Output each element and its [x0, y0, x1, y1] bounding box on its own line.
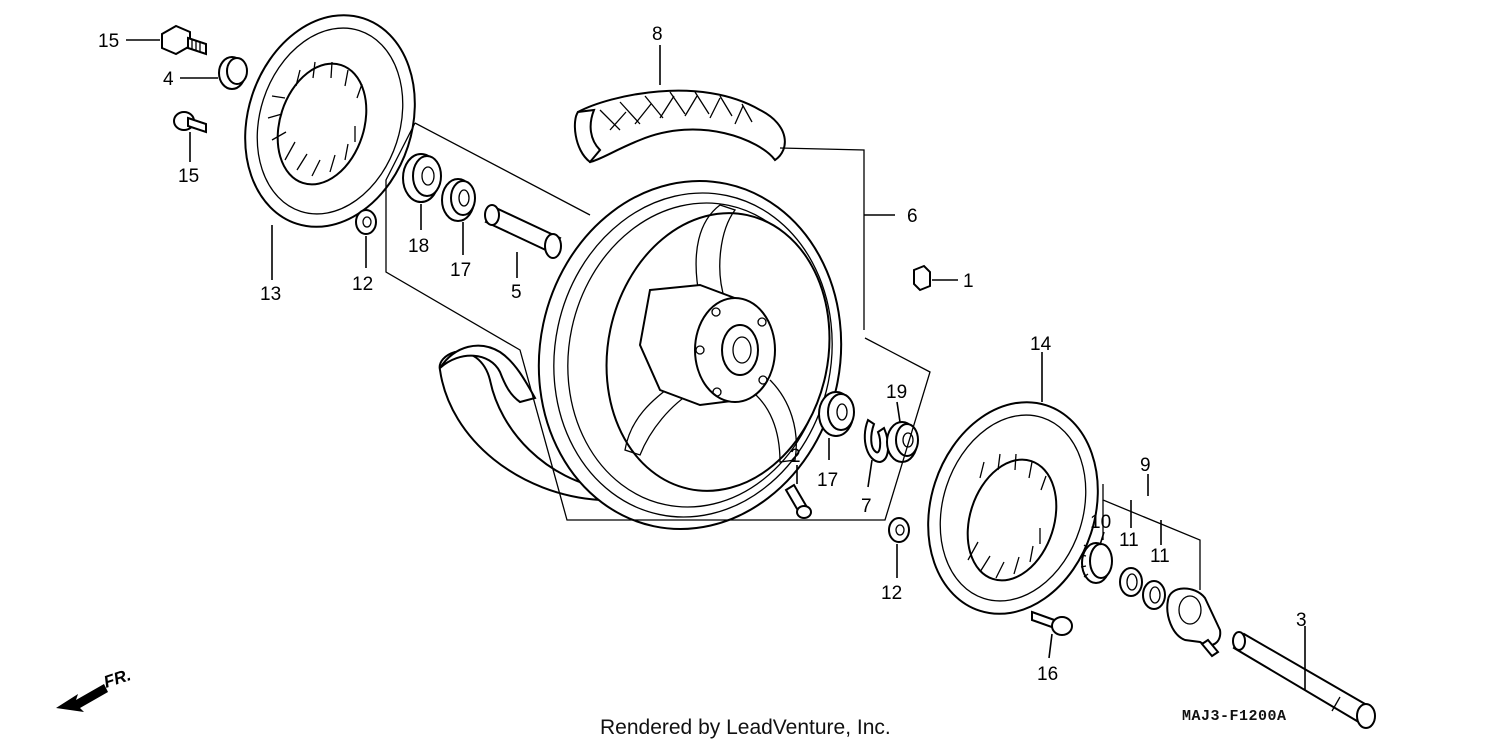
- seal-19: [886, 421, 919, 463]
- callout-labels: 15 4 15 13 12 18 17 5 8 6 1 14 19 2 17 7…: [98, 24, 1307, 685]
- callout-11-a: 11: [1119, 530, 1139, 551]
- footer-credit: Rendered by LeadVenture, Inc.: [600, 716, 891, 739]
- callout-12-right: 12: [881, 583, 902, 604]
- callout-15-right: 16: [1037, 664, 1058, 685]
- callout-17-left: 17: [450, 260, 471, 281]
- wheel-rim: [537, 180, 843, 530]
- callout-5: 5: [511, 282, 522, 303]
- callout-12-left: 12: [352, 274, 373, 295]
- callout-10: 10: [1090, 512, 1111, 533]
- bolt-15-left: [173, 111, 207, 134]
- callout-1: 1: [963, 271, 974, 292]
- callout-18: 18: [408, 236, 429, 257]
- right-brake-disc: [927, 401, 1099, 615]
- callout-17-right: 17: [817, 470, 838, 491]
- callout-3: 3: [1296, 610, 1307, 631]
- bolt-15-right: [1031, 610, 1073, 636]
- arrow-icon: [56, 684, 108, 712]
- bearing-17-right: [818, 391, 855, 437]
- front-direction-arrow: FR.: [56, 665, 133, 712]
- clip-1: [913, 264, 931, 292]
- washer-11-b: [1142, 580, 1166, 610]
- callout-13: 13: [260, 284, 281, 305]
- circlip-7: [863, 418, 890, 464]
- bearing-17-left: [441, 178, 476, 222]
- callout-11-b: 11: [1150, 546, 1170, 567]
- callout-8: 8: [652, 24, 663, 45]
- callout-6: 6: [907, 206, 918, 227]
- collar-5: [484, 204, 562, 259]
- group-brackets: [385, 122, 1201, 590]
- tire-8-bottom: [438, 344, 613, 502]
- callout-7: 7: [861, 496, 872, 517]
- callout-16: 15: [98, 31, 119, 52]
- speedometer-gearbox: [1166, 587, 1222, 658]
- gear-10: [1080, 542, 1113, 584]
- washer-12-left: [355, 209, 377, 235]
- bearing-18: [402, 153, 442, 203]
- bolt-16: [161, 24, 207, 56]
- left-brake-disc: [244, 14, 416, 228]
- spacer-4: [218, 56, 248, 90]
- leader-lines: [126, 39, 1306, 690]
- fr-label: FR.: [101, 665, 133, 692]
- callout-4: 4: [163, 69, 174, 90]
- callout-15-left: 15: [178, 166, 199, 187]
- washer-11-a: [1119, 567, 1143, 597]
- callout-2: 2: [790, 446, 801, 467]
- diagram-code: MAJ3-F1200A: [1182, 708, 1287, 725]
- callout-9: 9: [1140, 455, 1151, 476]
- callout-14: 14: [1030, 334, 1052, 355]
- tire-8-top: [573, 89, 786, 164]
- washer-12-right: [888, 517, 910, 543]
- valve-2: [784, 483, 812, 519]
- callout-19: 19: [886, 382, 907, 403]
- axle-3: [1232, 631, 1376, 729]
